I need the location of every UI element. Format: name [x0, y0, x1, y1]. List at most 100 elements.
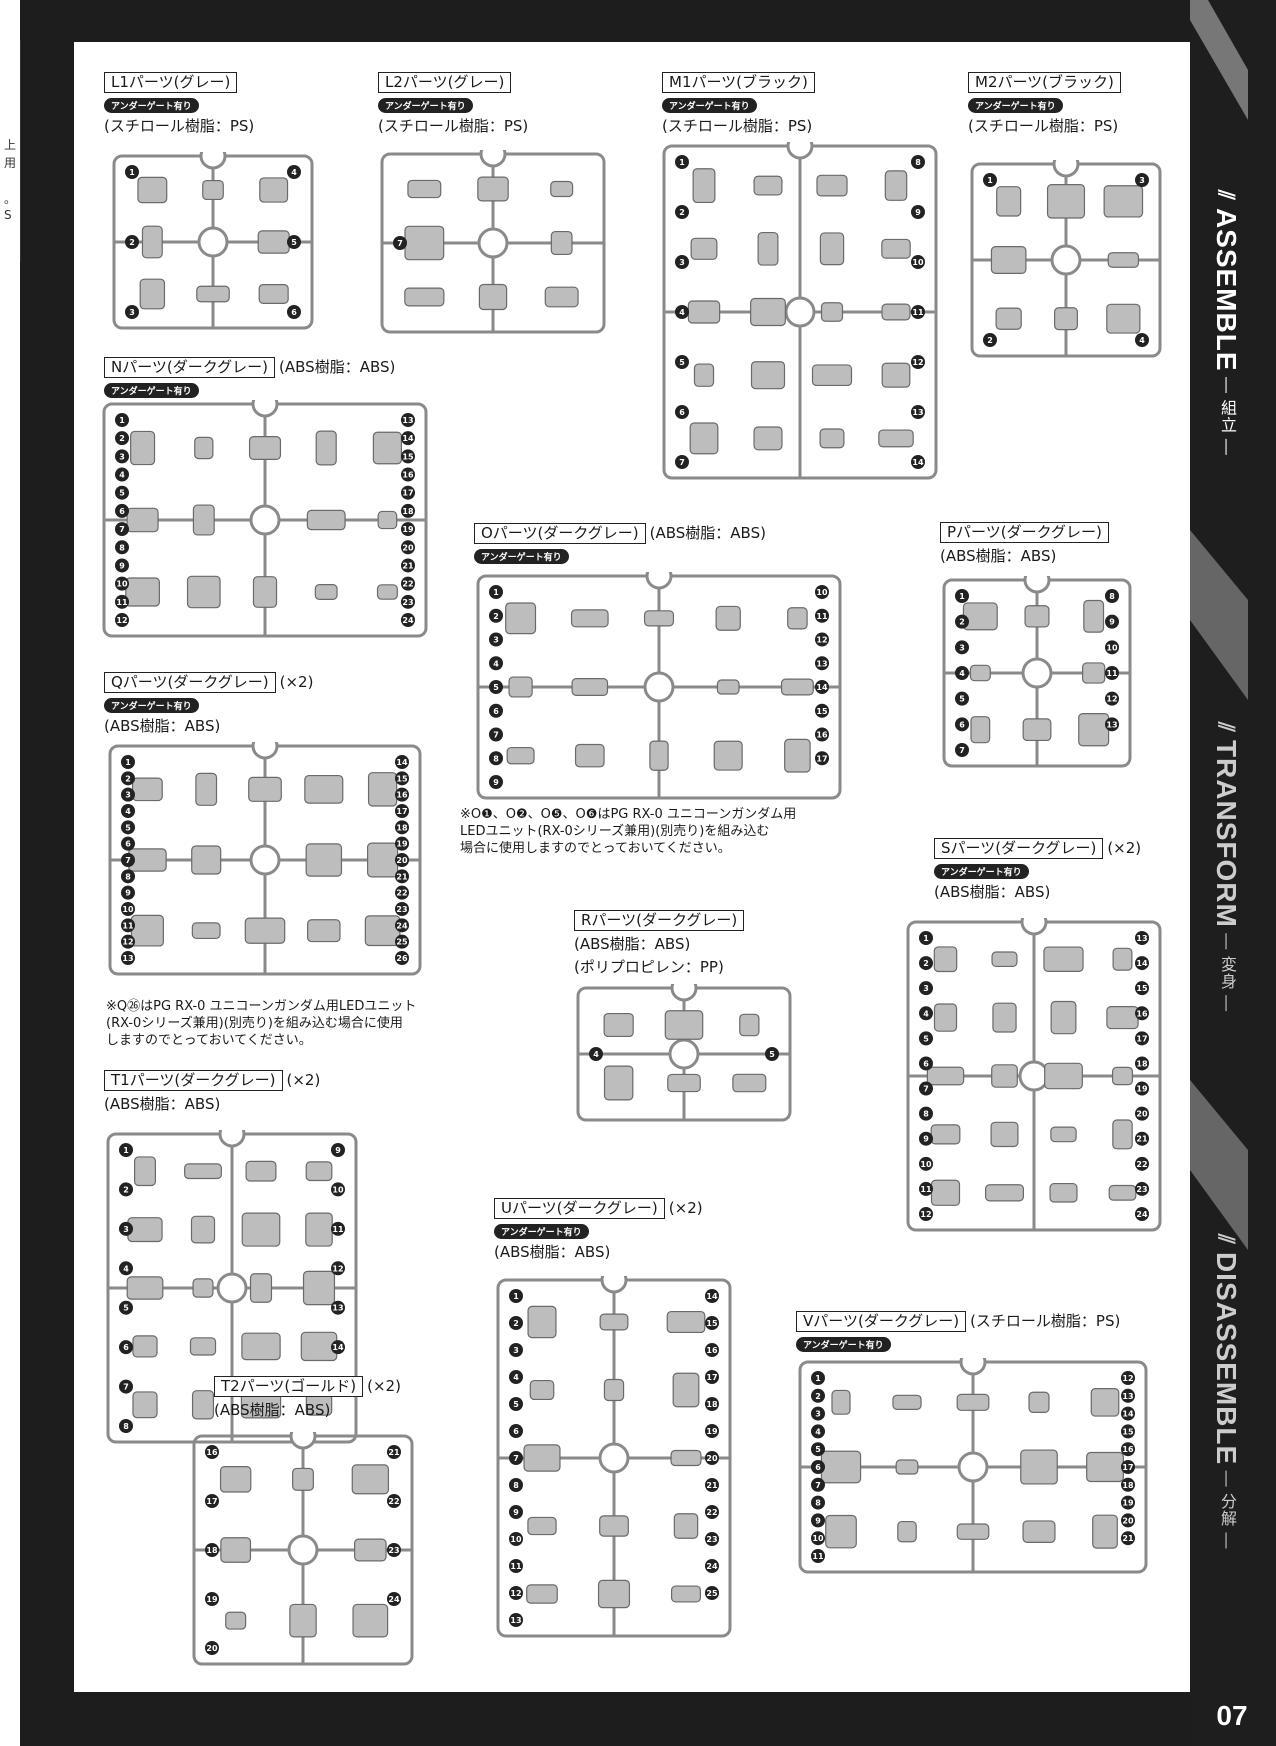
part-number-label: 6 — [119, 1340, 133, 1355]
runner-part — [811, 364, 853, 387]
runner-part — [1050, 1126, 1077, 1143]
part-number-label: 9 — [115, 558, 129, 573]
section-label: ASSEMBLE — [1211, 207, 1242, 372]
under-gate-badge: アンダーゲート有り — [796, 1337, 891, 1352]
runner-part — [529, 1379, 555, 1401]
svg-text:13: 13 — [122, 954, 133, 963]
svg-text:17: 17 — [1136, 1034, 1147, 1043]
svg-text:1: 1 — [119, 416, 125, 425]
part-number-label: 7 — [121, 853, 135, 867]
part-number-label: 20 — [1121, 1513, 1135, 1528]
part-number-label: 2 — [119, 1182, 133, 1197]
part-number-label: 4 — [919, 1006, 933, 1021]
runner-material: (ABS樹脂：ABS) — [649, 524, 766, 542]
svg-text:1: 1 — [129, 168, 135, 177]
runner-part — [404, 287, 445, 307]
part-number-label: 18 — [1135, 1056, 1149, 1071]
part-number-label: 3 — [811, 1406, 825, 1421]
svg-text:9: 9 — [815, 1516, 821, 1525]
part-number-label: 3 — [955, 640, 969, 655]
svg-text:13: 13 — [510, 1616, 521, 1625]
part-number-label: 23 — [401, 594, 415, 609]
part-number-label: 14 — [705, 1289, 719, 1303]
sidebar-section-disassemble[interactable]: ⫽ DISASSEMBLE — 分解 — — [1211, 1234, 1242, 1550]
part-number-label: 8 — [1105, 589, 1119, 603]
part-number-label: 6 — [115, 503, 129, 518]
runner-part — [505, 602, 537, 635]
runner-header-s: Sパーツ(ダークグレー)(×2) アンダーゲート有り (ABS樹脂：ABS) — [934, 838, 1141, 902]
sidebar-section-transform[interactable]: ⫽ TRANSFORM — 変身 — — [1211, 722, 1242, 1013]
runner-part — [1049, 1182, 1078, 1203]
part-number-label: 18 — [705, 1397, 719, 1411]
runner-part — [1082, 662, 1106, 684]
svg-text:23: 23 — [388, 1546, 399, 1555]
runner-part — [1112, 947, 1133, 971]
svg-text:9: 9 — [1109, 618, 1115, 627]
runner-part — [184, 1163, 222, 1180]
svg-text:8: 8 — [815, 1499, 821, 1508]
runner-material: (ABS樹脂：ABS) — [574, 935, 691, 953]
runner-header-u: Uパーツ(ダークグレー)(×2) アンダーゲート有り (ABS樹脂：ABS) — [494, 1198, 703, 1262]
note-line: (RX-0シリーズ兼用)(別売り)を組み込む場合に使用 — [106, 1016, 403, 1031]
runner-part — [956, 1393, 990, 1411]
part-number-label: 17 — [395, 804, 409, 818]
runner-part — [992, 1002, 1017, 1033]
sidebar-section-assemble[interactable]: ⫽ ASSEMBLE — 組立 — — [1211, 190, 1242, 456]
svg-text:3: 3 — [119, 452, 125, 461]
svg-text:13: 13 — [1106, 720, 1117, 729]
svg-text:7: 7 — [123, 1383, 129, 1392]
runner-quantity: (×2) — [1107, 839, 1142, 857]
runner-part — [970, 716, 991, 744]
part-number-label: 12 — [121, 934, 135, 949]
part-number-label: 2 — [121, 771, 135, 786]
part-number-label: 5 — [675, 355, 689, 369]
part-number-label: 5 — [287, 235, 301, 249]
svg-text:6: 6 — [923, 1059, 929, 1068]
svg-text:14: 14 — [816, 683, 828, 692]
svg-text:17: 17 — [706, 1373, 717, 1382]
edge-char: 。 — [4, 192, 17, 206]
runner-part — [307, 919, 341, 943]
part-number-label: 2 — [509, 1316, 523, 1330]
runner-frame-svg: 1234567891011121314151617181920212223242… — [108, 742, 422, 976]
runner-part — [1092, 1514, 1118, 1549]
part-number-label: 16 — [1121, 1442, 1135, 1457]
part-number-label: 2 — [675, 205, 689, 219]
part-number-label: 8 — [115, 540, 129, 555]
runner-title: Vパーツ(ダークグレー) — [796, 1311, 967, 1332]
runner-part — [367, 772, 398, 807]
part-number-label: 16 — [815, 727, 829, 742]
svg-text:19: 19 — [206, 1595, 218, 1604]
part-number-label: 7 — [675, 455, 689, 469]
svg-text:13: 13 — [332, 1304, 343, 1313]
svg-text:5: 5 — [815, 1445, 821, 1454]
part-number-label: 9 — [1105, 614, 1119, 629]
left-page-edge — [0, 0, 20, 1746]
runner-part — [192, 504, 215, 536]
svg-text:2: 2 — [125, 774, 131, 783]
part-number-label: 10 — [509, 1532, 523, 1546]
svg-text:16: 16 — [402, 471, 414, 480]
part-number-label: 1 — [125, 165, 139, 179]
runner-part — [127, 1217, 163, 1243]
part-number-label: 1 — [675, 155, 689, 169]
svg-text:3: 3 — [493, 636, 499, 645]
part-number-label: 11 — [919, 1181, 933, 1196]
under-gate-badge: アンダーゲート有り — [104, 98, 199, 113]
svg-text:7: 7 — [513, 1454, 519, 1463]
runner-part — [991, 1064, 1018, 1088]
runner-part — [367, 842, 399, 878]
svg-text:18: 18 — [396, 823, 408, 832]
runner-part — [526, 1584, 558, 1604]
svg-text:10: 10 — [812, 1534, 824, 1543]
runner-part — [933, 946, 958, 973]
runner-part — [1046, 184, 1086, 219]
runner-header-r: Rパーツ(ダークグレー) (ABS樹脂：ABS) (ポリプロピレン：PP) — [574, 910, 745, 977]
runner-part — [305, 1161, 333, 1182]
runner-title: Sパーツ(ダークグレー) — [934, 838, 1104, 859]
runner-part — [1090, 1388, 1120, 1417]
